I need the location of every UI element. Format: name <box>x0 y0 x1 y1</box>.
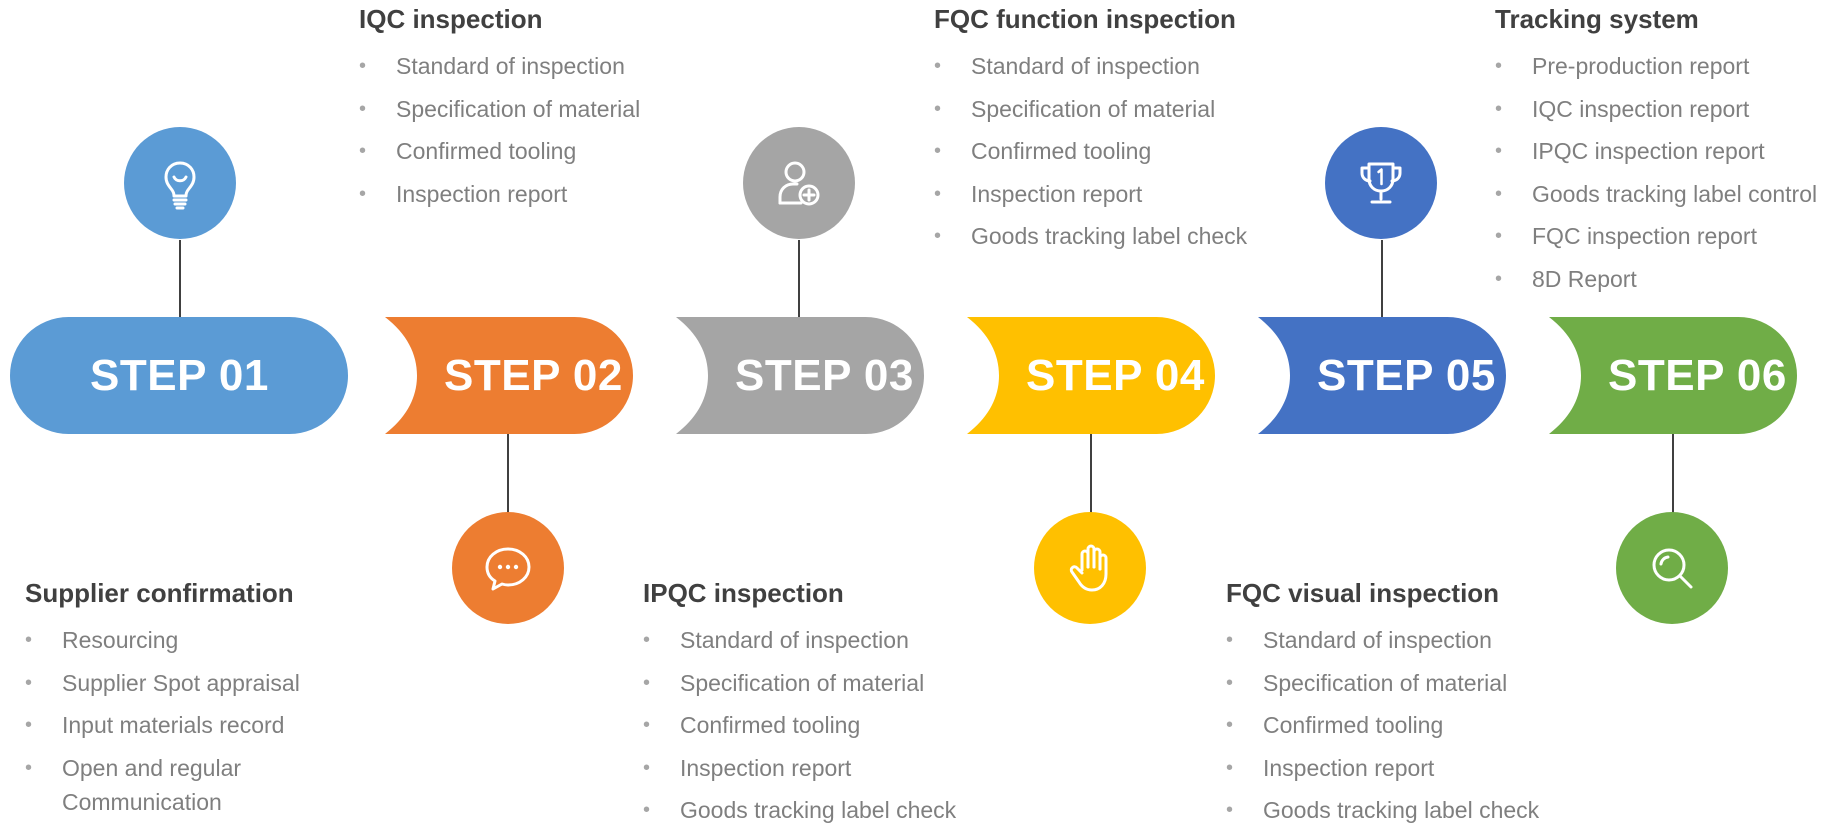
list-item: Supplier Spot appraisal <box>25 666 300 700</box>
step-06-label: STEP 06 <box>1608 351 1787 400</box>
list-item: Inspection report <box>934 177 1247 211</box>
block-iqc-inspection: IQC inspection Standard of inspection Sp… <box>359 4 640 219</box>
step-05-icon-circle <box>1325 127 1437 239</box>
list-item: Input materials record <box>25 708 300 742</box>
chat-bubble-icon <box>485 547 531 591</box>
step-02-shape <box>385 317 633 434</box>
connector-step-03 <box>798 240 800 318</box>
step-04: STEP 04 <box>967 317 1215 434</box>
step-03-shape <box>676 317 924 434</box>
list-item: Confirmed tooling <box>1226 708 1539 742</box>
list-item: IQC inspection report <box>1495 92 1817 126</box>
block-tracking-system: Tracking system Pre-production report IQ… <box>1495 4 1817 304</box>
list-item: Goods tracking label check <box>643 793 956 827</box>
step-04-label: STEP 04 <box>1026 351 1205 400</box>
step-05-label: STEP 05 <box>1317 351 1496 400</box>
block-ipqc-inspection: IPQC inspection Standard of inspection S… <box>643 578 956 836</box>
step-05: STEP 05 <box>1258 317 1506 434</box>
hand-icon <box>1069 544 1108 592</box>
step-03: STEP 03 <box>676 317 924 434</box>
list-item: Pre-production report <box>1495 49 1817 83</box>
list-item: Inspection report <box>643 751 956 785</box>
list-item: Standard of inspection <box>1226 623 1539 657</box>
step-01-icon-circle <box>124 127 236 239</box>
block-fqc-function-list: Standard of inspection Specification of … <box>934 49 1247 253</box>
block-supplier-title: Supplier confirmation <box>25 578 294 608</box>
block-fqc-function-inspection: FQC function inspection Standard of insp… <box>934 4 1247 262</box>
block-fqc-function-title: FQC function inspection <box>934 4 1236 34</box>
block-tracking-title: Tracking system <box>1495 4 1699 34</box>
list-item: Inspection report <box>1226 751 1539 785</box>
list-item: Confirmed tooling <box>934 134 1247 168</box>
step-06: STEP 06 <box>1549 317 1797 434</box>
block-fqc-visual-list: Standard of inspection Specification of … <box>1226 623 1539 827</box>
step-04-icon-circle <box>1034 512 1146 624</box>
step-02-icon-circle <box>452 512 564 624</box>
add-user-icon <box>778 161 820 206</box>
connector-step-05 <box>1381 240 1383 318</box>
block-supplier-list: Resourcing Supplier Spot appraisal Input… <box>25 623 300 819</box>
list-item: FQC inspection report <box>1495 219 1817 253</box>
list-item: Inspection report <box>359 177 640 211</box>
list-item: 8D Report <box>1495 262 1817 296</box>
list-item: Resourcing <box>25 623 300 657</box>
block-fqc-visual-inspection: FQC visual inspection Standard of inspec… <box>1226 578 1539 836</box>
magnifier-icon <box>1652 548 1693 589</box>
block-iqc-list: Standard of inspection Specification of … <box>359 49 640 211</box>
list-item: IPQC inspection report <box>1495 134 1817 168</box>
connector-step-06 <box>1672 433 1674 513</box>
list-item: Standard of inspection <box>359 49 640 83</box>
step-01: STEP 01 <box>10 317 348 434</box>
step-03-icon-circle <box>743 127 855 239</box>
block-tracking-list: Pre-production report IQC inspection rep… <box>1495 49 1817 296</box>
step-04-shape <box>967 317 1215 434</box>
list-item: Confirmed tooling <box>643 708 956 742</box>
connector-step-04 <box>1090 433 1092 513</box>
trophy-icon <box>1360 162 1402 204</box>
list-item: Goods tracking label check <box>1226 793 1539 827</box>
step-03-label: STEP 03 <box>735 351 914 400</box>
connector-step-01 <box>179 240 181 318</box>
step-01-shape <box>10 317 348 434</box>
list-item: Goods tracking label check <box>934 219 1247 253</box>
block-ipqc-list: Standard of inspection Specification of … <box>643 623 956 827</box>
list-item-line: Communication <box>62 788 222 815</box>
list-item: Specification of material <box>643 666 956 700</box>
step-05-shape <box>1258 317 1506 434</box>
block-fqc-visual-title: FQC visual inspection <box>1226 578 1500 608</box>
list-item: Confirmed tooling <box>359 134 640 168</box>
list-item: Standard of inspection <box>643 623 956 657</box>
block-ipqc-title: IPQC inspection <box>643 578 844 608</box>
step-02: STEP 02 <box>385 317 633 434</box>
list-item: Specification of material <box>1226 666 1539 700</box>
list-item: Standard of inspection <box>934 49 1247 83</box>
lightbulb-icon <box>164 161 196 210</box>
step-06-icon-circle <box>1616 512 1728 624</box>
list-item: Specification of material <box>359 92 640 126</box>
step-02-label: STEP 02 <box>444 351 623 400</box>
step-06-shape <box>1549 317 1797 434</box>
block-supplier-confirmation: Supplier confirmation Resourcing Supplie… <box>25 578 300 819</box>
list-item: Goods tracking label control <box>1495 177 1817 211</box>
list-item-line: Open and regular <box>62 754 242 781</box>
step-01-label: STEP 01 <box>90 351 269 400</box>
block-iqc-title: IQC inspection <box>359 4 543 34</box>
list-item: Specification of material <box>934 92 1247 126</box>
connector-step-02 <box>507 433 509 513</box>
